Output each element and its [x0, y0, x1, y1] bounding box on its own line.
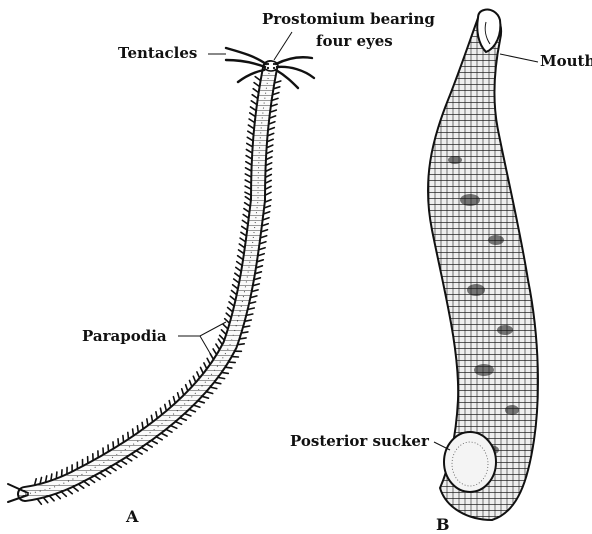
parapodium [251, 101, 257, 105]
parapodium [165, 404, 167, 411]
parapodium [151, 415, 152, 422]
label-parapodia: Parapodia [82, 327, 167, 345]
parapodium [178, 393, 180, 399]
eye-dot [267, 67, 269, 69]
parapodium [248, 131, 254, 135]
label-mouth: Mouth [540, 52, 592, 70]
label-posterior-sucker: Posterior sucker [290, 432, 430, 450]
parapodium [246, 168, 252, 171]
leader-parapodia [178, 322, 226, 336]
parapodium [250, 113, 256, 117]
parapodium [247, 143, 253, 146]
parapodium [207, 358, 210, 364]
parapodium [156, 412, 157, 419]
parapodium [247, 137, 253, 141]
parapodium [186, 385, 188, 391]
parapodium [246, 162, 252, 165]
parapodium [142, 422, 143, 429]
parapodium [193, 376, 196, 382]
label-tentacles: Tentacles [118, 44, 197, 62]
parapodium [182, 389, 184, 395]
parapodium [173, 397, 175, 404]
parapodium [43, 498, 47, 503]
polychaete-worm-drawing [8, 48, 314, 504]
parapodium [204, 363, 207, 369]
parapodium [246, 150, 252, 153]
eye-dot [273, 67, 275, 69]
parapodium [246, 156, 252, 159]
parapodium [190, 381, 192, 387]
parapodium [169, 401, 171, 408]
panel-letter-a: A [125, 507, 139, 526]
parapodium [249, 119, 255, 123]
parapodium [61, 492, 66, 497]
leader-prostomium [274, 32, 292, 60]
parapodium [251, 107, 257, 111]
label-prostomium-line1: Prostomium bearing [262, 10, 435, 28]
eye-dot [273, 63, 275, 65]
leader-mouth [500, 54, 538, 62]
eye-dot [267, 63, 269, 65]
label-prostomium-line2: four eyes [316, 32, 393, 50]
parapodium [128, 432, 129, 439]
panel-letter-b: B [436, 515, 450, 534]
parapodium [160, 408, 162, 415]
parapodium [50, 496, 55, 501]
parapodium [197, 372, 200, 378]
leader-parapodia-2 [200, 336, 214, 360]
parapodium [137, 426, 138, 433]
parapodium [147, 419, 148, 426]
parapodium [252, 95, 258, 99]
leech-drawing [428, 9, 538, 520]
parapodium [248, 125, 254, 129]
